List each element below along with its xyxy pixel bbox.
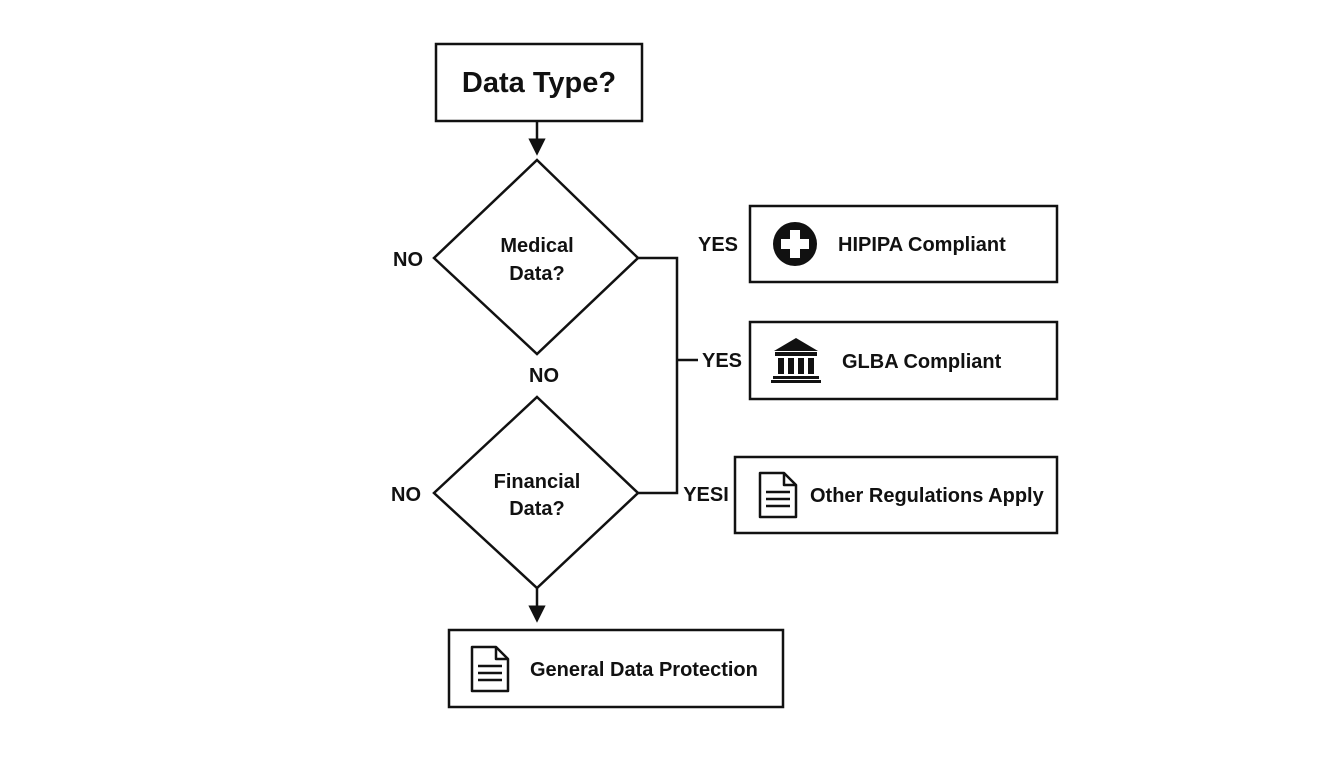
bank-icon — [771, 338, 821, 383]
general-outcome: General Data Protection — [447, 628, 785, 709]
yes-top-label: YES — [698, 234, 738, 256]
yes-bottom-label: YESI — [683, 484, 729, 506]
financial-no-left-label: NO — [391, 484, 421, 506]
financial-decision-line1: Financial — [494, 471, 581, 493]
financial-decision: Financial Data? — [432, 395, 640, 590]
start-label: Data Type? — [462, 67, 616, 99]
other-label: Other Regulations Apply — [810, 485, 1045, 507]
financial-decision-line2: Data? — [509, 498, 565, 520]
medical-no-left-label: NO — [393, 249, 423, 271]
medical-decision-line2: Data? — [509, 263, 565, 285]
medical-no-down-label: NO — [529, 365, 559, 387]
medical-decision-line1: Medical — [500, 235, 573, 257]
medical-decision: Medical Data? — [432, 158, 640, 356]
hipaa-outcome: HIPIPA Compliant — [748, 204, 1059, 284]
medical-cross-icon — [773, 222, 817, 266]
general-label: General Data Protection — [530, 659, 758, 681]
start-node: Data Type? — [434, 42, 644, 123]
other-outcome: Other Regulations Apply — [733, 455, 1059, 535]
hipaa-label: HIPIPA Compliant — [838, 234, 1006, 256]
yes-connector-bracket — [638, 256, 679, 495]
document-icon — [470, 645, 510, 693]
glba-label: GLBA Compliant — [842, 351, 1002, 373]
glba-outcome: GLBA Compliant — [748, 320, 1059, 401]
yes-middle-label: YES — [702, 350, 742, 372]
document-icon — [758, 471, 798, 519]
